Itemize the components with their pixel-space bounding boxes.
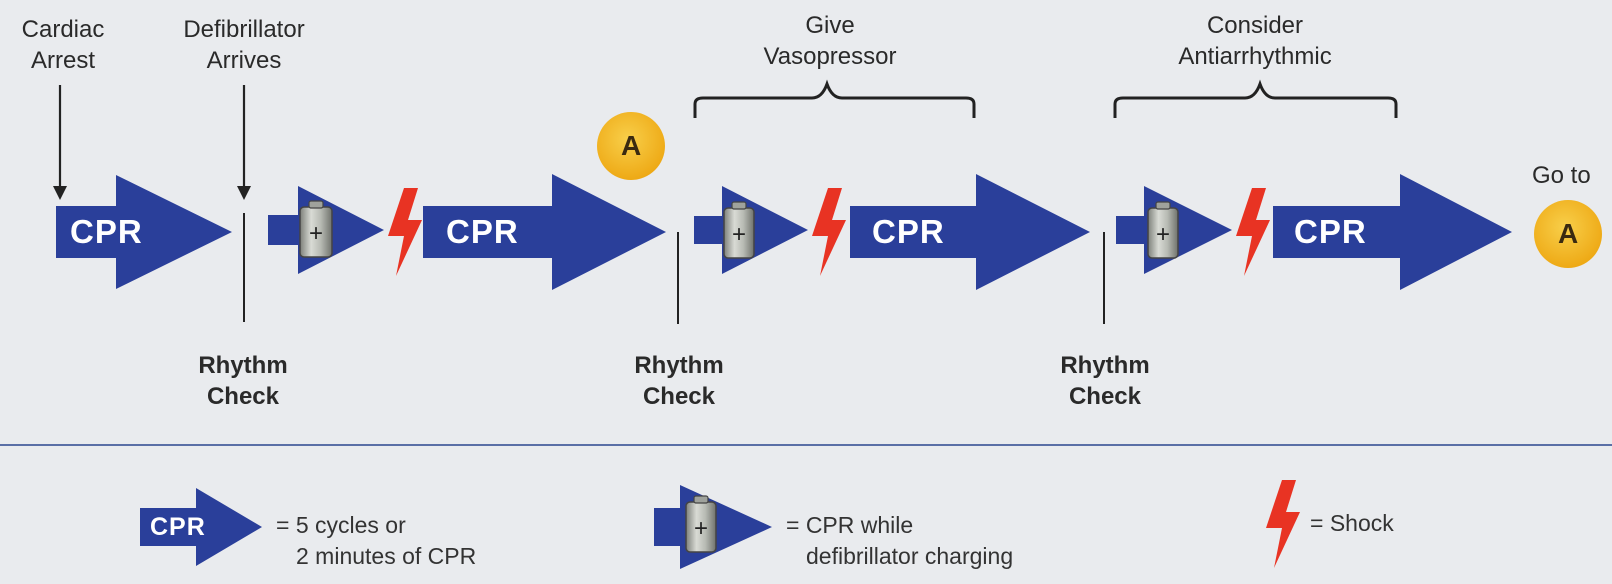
cpr-charging-group-2: +: [694, 186, 808, 274]
battery-icon: +: [685, 495, 717, 553]
cpr-arrow-icon: [1273, 174, 1512, 290]
legend-shock-description: = Shock: [1310, 510, 1394, 536]
svg-text:+: +: [694, 515, 708, 542]
badge-a-icon: [1534, 200, 1602, 268]
antiarrhythmic-brace: [1113, 79, 1398, 118]
cpr-arrow-icon: [423, 174, 666, 290]
badge-a-icon: [597, 112, 665, 180]
svg-text:+: +: [732, 221, 746, 248]
cardiac-arrest-pointer: [53, 85, 67, 200]
legend-cpr-arrow-icon: [140, 488, 262, 566]
cpr-label: CPR: [1294, 213, 1367, 250]
legend-charging-icon: +: [654, 485, 772, 569]
legend-cpr-label: CPR: [150, 513, 206, 541]
cpr-charging-group-1: +: [268, 186, 384, 274]
cpr-charging-group-3: +: [1116, 186, 1232, 274]
badge-a-label: A: [1558, 218, 1579, 249]
cpr-label: CPR: [70, 213, 143, 250]
badge-a-label: A: [621, 130, 642, 161]
svg-text:+: +: [1156, 221, 1170, 248]
battery-icon: +: [1147, 201, 1179, 259]
defibrillator-arrives-pointer: [237, 85, 251, 200]
cpr-arrow-icon: [850, 174, 1090, 290]
go-to-label: Go to: [1532, 162, 1591, 189]
battery-icon: +: [723, 201, 755, 259]
cpr-label: CPR: [872, 213, 945, 250]
lightning-bolt-icon: [388, 188, 422, 276]
vasopressor-brace: [693, 79, 976, 118]
cpr-label: CPR: [446, 213, 519, 250]
lightning-bolt-icon: [1236, 188, 1270, 276]
cpr-arrow-icon: [56, 175, 232, 289]
svg-text:+: +: [309, 220, 323, 247]
lightning-bolt-icon: [812, 188, 846, 276]
battery-icon: +: [299, 200, 333, 258]
legend-lightning-bolt-icon: [1266, 480, 1300, 568]
